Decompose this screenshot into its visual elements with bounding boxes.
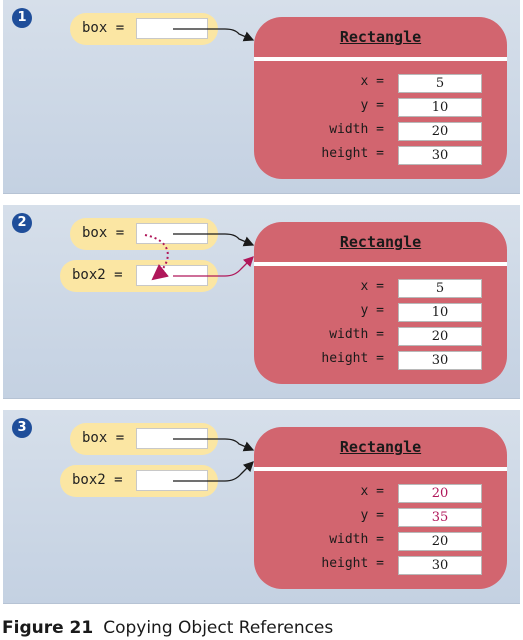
box-reference-arrow	[173, 438, 255, 452]
field-value-width: 20	[398, 532, 482, 551]
variable-label: box2 =	[72, 267, 123, 283]
box2-reference-arrow	[173, 461, 254, 482]
field-value-height: 30	[398, 351, 482, 370]
object-class-name: Rectangle	[339, 438, 422, 456]
reference-arrows	[173, 438, 255, 482]
variable-box: box =	[70, 423, 218, 455]
variable-box: box2 =	[60, 260, 218, 292]
box-reference-arrow	[173, 28, 255, 42]
field-value-x: 20	[398, 484, 482, 503]
field-label-y: y =	[360, 98, 384, 113]
object-class-name: Rectangle	[339, 28, 422, 46]
variable-label: box =	[82, 225, 125, 241]
field-label-x: x =	[360, 74, 384, 89]
step-badge: 1	[12, 8, 32, 28]
rectangle-object: Rectangle x = 5 y = 10 width = 20 height…	[254, 17, 507, 179]
variable-label: box =	[82, 430, 125, 446]
figure-caption: Figure 21 Copying Object References	[2, 618, 333, 638]
field-label-x: x =	[360, 484, 384, 499]
figure-number: Figure 21	[2, 618, 94, 638]
object-divider	[254, 57, 507, 61]
field-label-height: height =	[321, 146, 384, 161]
object-divider	[254, 262, 507, 266]
field-label-height: height =	[321, 351, 384, 366]
rectangle-object: Rectangle x = 20 y = 35 width = 20 heigh…	[254, 427, 507, 589]
field-value-y: 35	[398, 508, 482, 527]
figure-title: Copying Object References	[103, 618, 334, 638]
field-label-height: height =	[321, 556, 384, 571]
field-label-width: width =	[329, 122, 384, 137]
field-value-width: 20	[398, 327, 482, 346]
field-value-height: 30	[398, 556, 482, 575]
diagram-panel-step-2: 2 box = box2 = Rectangle x = 5 y = 10 wi…	[3, 205, 520, 399]
object-divider	[254, 467, 507, 471]
field-value-x: 5	[398, 74, 482, 93]
field-label-width: width =	[329, 532, 384, 547]
field-value-y: 10	[398, 303, 482, 322]
field-value-x: 5	[398, 279, 482, 298]
field-value-height: 30	[398, 146, 482, 165]
copy-reference-dotted-arrow	[144, 234, 169, 281]
step-badge: 3	[12, 418, 32, 438]
field-label-x: x =	[360, 279, 384, 294]
field-value-width: 20	[398, 122, 482, 141]
reference-arrows	[173, 28, 255, 42]
box-reference-arrow	[173, 233, 255, 247]
field-label-width: width =	[329, 327, 384, 342]
object-class-name: Rectangle	[339, 233, 422, 251]
diagram-panel-step-3: 3 box = box2 = Rectangle x = 20 y = 35 w…	[3, 410, 520, 604]
variable-label: box2 =	[72, 472, 123, 488]
diagram-panel-step-1: 1 box = Rectangle x = 5 y = 10 width = 2…	[3, 0, 520, 194]
variable-label: box =	[82, 20, 125, 36]
field-label-y: y =	[360, 508, 384, 523]
step-badge: 2	[12, 213, 32, 233]
rectangle-object: Rectangle x = 5 y = 10 width = 20 height…	[254, 222, 507, 384]
field-value-y: 10	[398, 98, 482, 117]
reference-arrows	[144, 233, 255, 281]
field-label-y: y =	[360, 303, 384, 318]
box2-reference-arrow	[173, 256, 254, 277]
